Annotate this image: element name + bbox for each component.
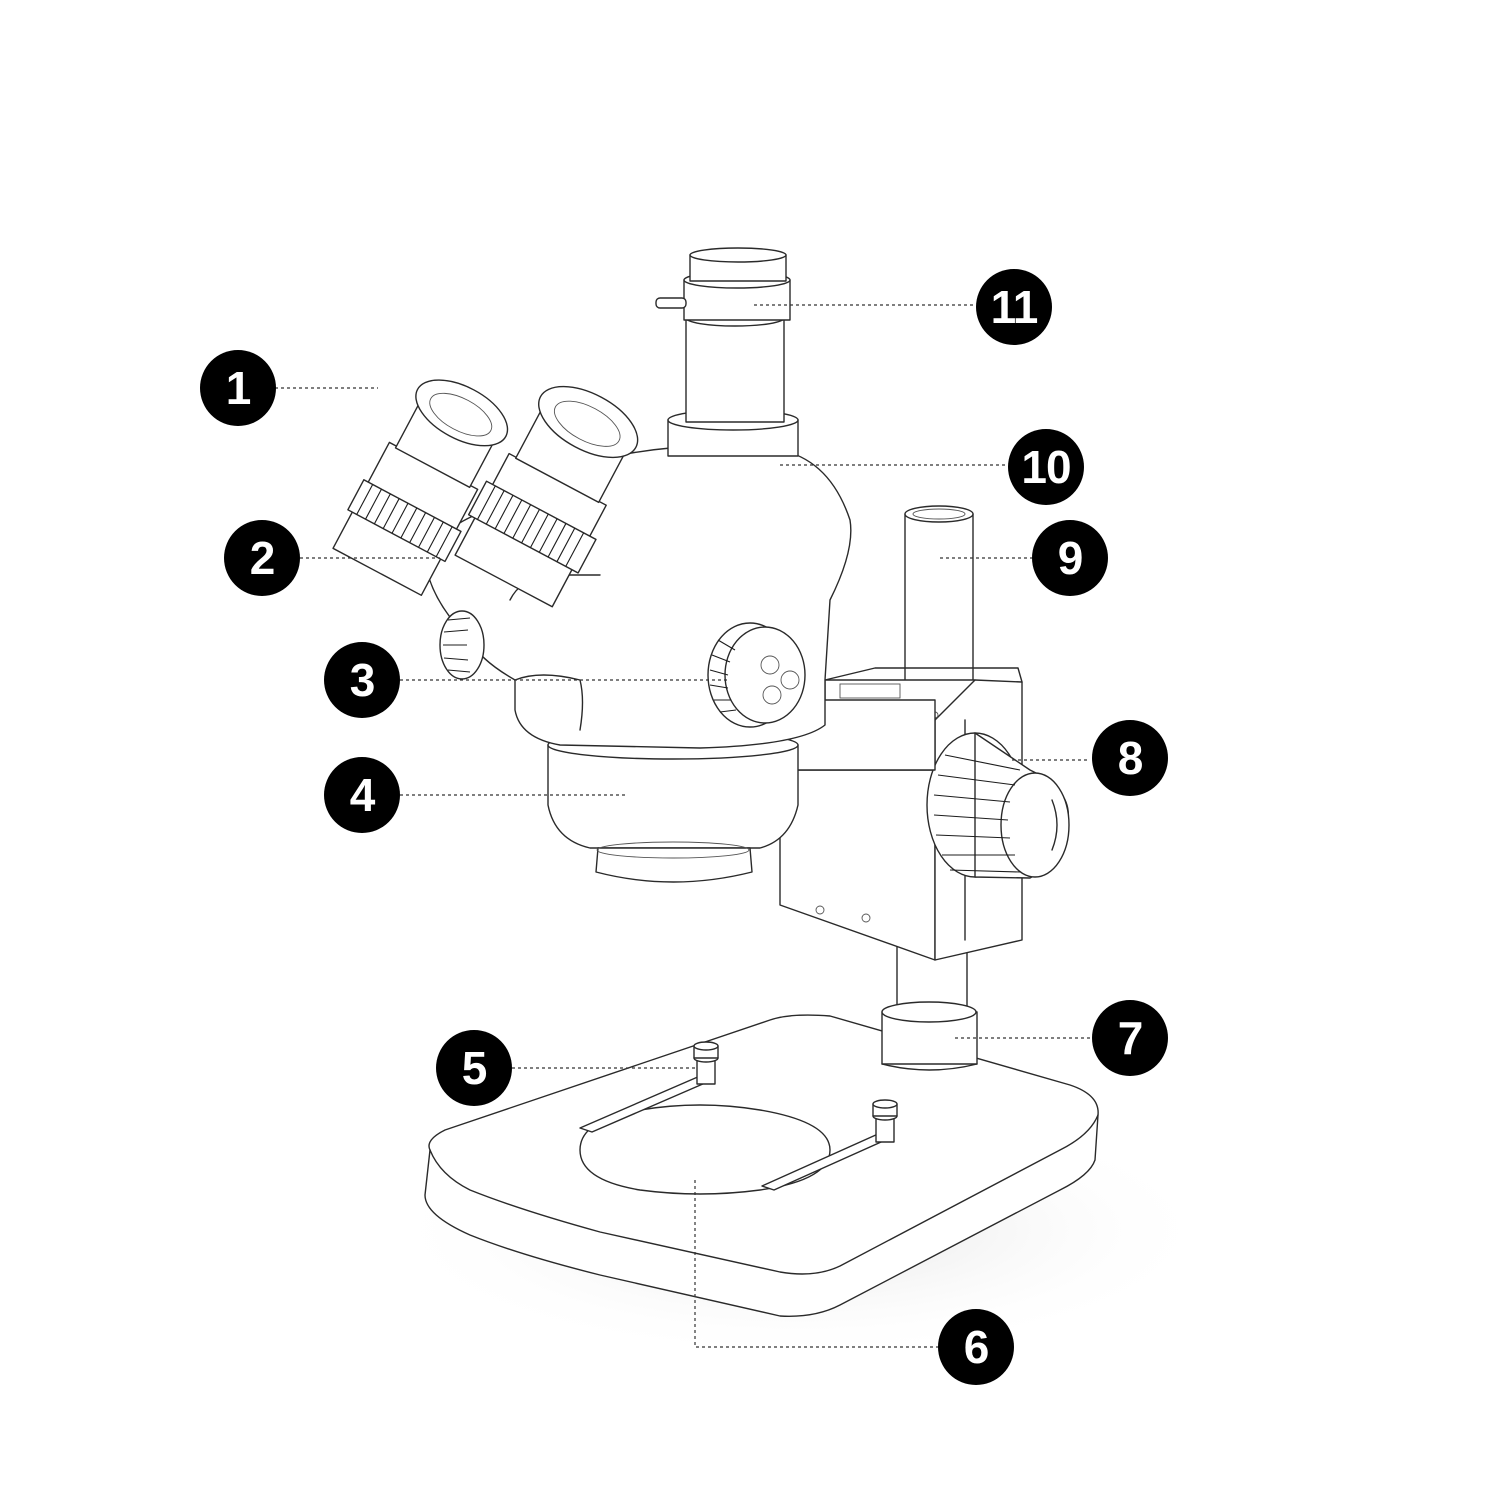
callout-10: 10 <box>1008 429 1084 505</box>
callout-6: 6 <box>938 1309 1014 1385</box>
camera-adapter <box>655 247 799 457</box>
callout-11: 11 <box>976 269 1052 345</box>
stage-clip-left <box>579 1041 719 1133</box>
eyepiece-left <box>332 379 509 596</box>
callout-5: 5 <box>436 1030 512 1106</box>
pillar <box>881 505 978 1071</box>
stage-clip-right <box>761 1099 898 1191</box>
callout-7: 7 <box>1092 1000 1168 1076</box>
callout-4: 4 <box>324 757 400 833</box>
leader-lines <box>275 304 1090 1348</box>
leader-6 <box>694 1180 938 1348</box>
callout-9: 9 <box>1032 520 1108 596</box>
eyepiece-right <box>454 385 639 608</box>
callout-8: 8 <box>1092 720 1168 796</box>
zoom-knob <box>707 622 806 728</box>
objective-lens <box>547 730 799 883</box>
callout-2: 2 <box>224 520 300 596</box>
callout-3: 3 <box>324 642 400 718</box>
callout-1: 1 <box>200 350 276 426</box>
focus-knob <box>926 732 1070 879</box>
